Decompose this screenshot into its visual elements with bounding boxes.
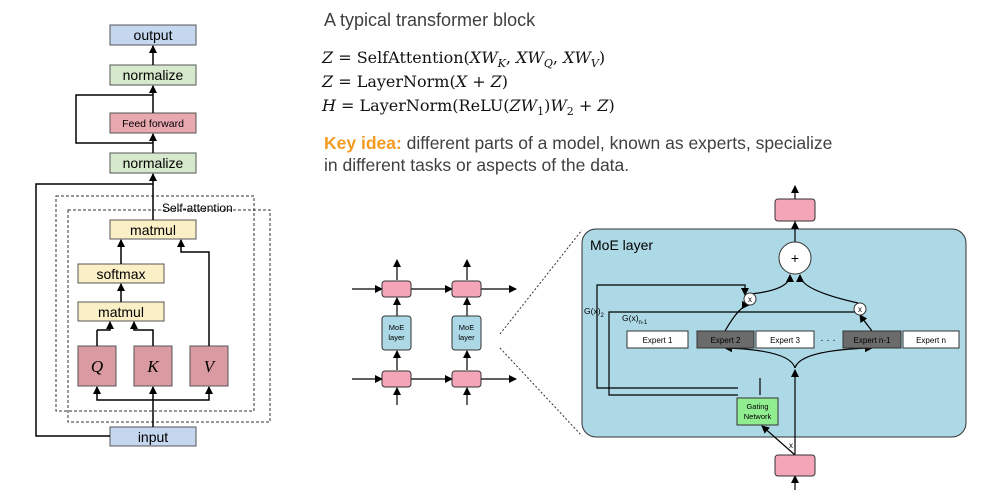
matmul-bottom-label: matmul [98, 304, 144, 320]
small-moe-layer-box [381, 315, 412, 351]
small-ff-box [381, 370, 412, 388]
small-ff-box [451, 280, 482, 298]
expert-label: Expert n [916, 336, 946, 345]
softmax-label: softmax [96, 266, 145, 282]
moe-output-box [774, 198, 816, 222]
q-label: Q [91, 357, 103, 376]
small-moe-label: layer [458, 333, 475, 342]
gating-label: Gating [746, 402, 768, 411]
small-ff-box [381, 280, 412, 298]
small-moe-label: layer [388, 333, 405, 342]
gxn1-label: G(x)n-1 [622, 313, 648, 326]
small-moe-layer-box [451, 315, 482, 351]
expert-label: Expert 1 [643, 336, 673, 345]
equation-layernorm-2: 𝐻 = LayerNorm(ReLU(𝑍𝑊1)𝑊2 + 𝑍) [322, 96, 615, 119]
expert-box-active [842, 330, 902, 349]
output-label: output [134, 27, 173, 43]
small-moe-label: MoE [389, 323, 404, 332]
moe-layer-title: MoE layer [590, 237, 653, 253]
transformer-arrows [35, 45, 213, 437]
gating-label: Network [744, 412, 772, 421]
moe-input-box [774, 454, 816, 477]
expert-label: Expert 2 [711, 336, 741, 345]
moe-detail-diagram: MoE layer + x x G(x)2 G(x)n-1 [581, 185, 967, 490]
gating-network-box [736, 397, 779, 426]
self-attention-label: Self-attention [162, 201, 233, 215]
ellipsis: · · · [820, 335, 836, 346]
k-label: K [146, 357, 160, 376]
multiply-node [743, 292, 757, 306]
matmul-top-label: matmul [130, 222, 176, 238]
small-moe-label: MoE [459, 323, 474, 332]
times-icon: x [748, 295, 752, 304]
input-label: input [138, 429, 168, 445]
zoom-line [499, 347, 583, 437]
key-idea-label: Key idea: [324, 133, 402, 153]
key-idea: Key idea: different parts of a model, kn… [324, 132, 844, 176]
equation-layernorm-1: 𝑍 = LayerNorm(𝑋 + 𝑍) [322, 72, 509, 91]
expert-box [902, 330, 960, 349]
moe-arrows [596, 185, 873, 490]
moe-small-diagram: MoE layer MoE layer [352, 229, 583, 437]
transformer-diagram: Self-attention output normalize Feed for… [35, 24, 271, 447]
feed-forward-label: Feed forward [122, 118, 184, 130]
self-attention-frame-shadow [67, 209, 271, 423]
slide-title: A typical transformer block [324, 10, 536, 30]
k-box [133, 345, 173, 387]
expert-box [626, 330, 689, 349]
plus-icon: + [791, 250, 799, 266]
q-box [77, 345, 117, 387]
multiply-node [853, 302, 867, 316]
self-attention-frame [55, 195, 255, 412]
v-label: V [204, 357, 217, 376]
times-icon: x [858, 305, 862, 314]
normalize-top-label: normalize [123, 67, 184, 83]
small-ff-box [451, 370, 482, 388]
zoom-line [499, 229, 583, 335]
x-input-label: x [789, 441, 793, 450]
expert-label: Expert n-1 [854, 336, 891, 345]
expert-box [755, 330, 815, 349]
expert-box-active [696, 330, 755, 349]
normalize-bottom-label: normalize [123, 155, 184, 171]
gx2-label: G(x)2 [584, 306, 605, 319]
sum-node [778, 241, 812, 275]
equation-self-attention: 𝑍 = SelfAttention(𝑋𝑊𝐾, 𝑋𝑊𝑄, 𝑋𝑊𝑉) [322, 48, 606, 71]
key-idea-text: different parts of a model, known as exp… [324, 133, 833, 175]
expert-label: Expert 3 [770, 336, 800, 345]
